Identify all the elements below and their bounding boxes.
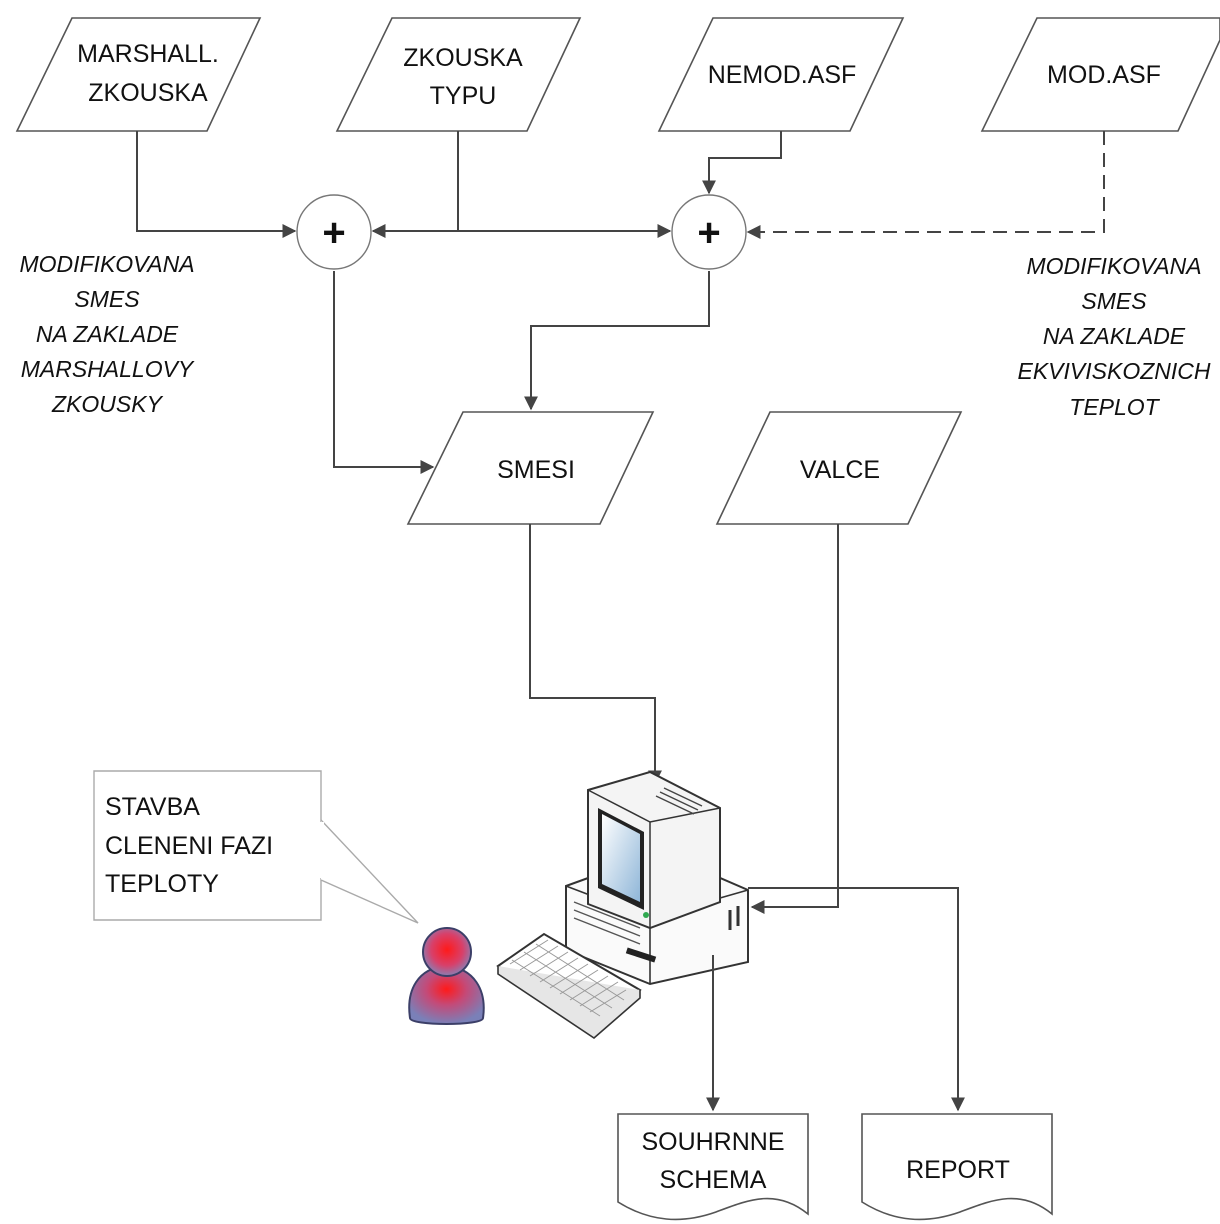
note-right-line3: NA ZAKLADE [1043, 323, 1186, 349]
input-zkouska-typu-line1: ZKOUSKA [403, 44, 523, 72]
user-icon [408, 927, 485, 1025]
note-left-line3: NA ZAKLADE [36, 321, 179, 347]
output-souhrnne-line1: SOUHRNNE [641, 1128, 784, 1156]
junction-right: + [671, 194, 747, 270]
input-nemod-asf: NEMOD.ASF [657, 17, 905, 132]
note-left-line4: MARSHALLOVY [21, 356, 195, 382]
input-zkouska-typu: ZKOUSKA TYPU [335, 17, 582, 132]
flow-typu-to-left-junction [371, 131, 459, 238]
input-mod-asf-label: MOD.ASF [1047, 61, 1161, 89]
flow-smesi-to-computer [529, 524, 662, 785]
note-left-line2: SMES [74, 286, 140, 312]
store-valce-label: VALCE [800, 456, 880, 484]
input-mod-asf: MOD.ASF [980, 17, 1220, 132]
flow-marshall-to-junction [136, 131, 297, 238]
input-zkouska-typu-line2: TYPU [430, 82, 497, 110]
input-marshall-line2: ZKOUSKA [88, 79, 208, 107]
desktop-computer-icon [565, 770, 749, 986]
note-right-line2: SMES [1081, 288, 1147, 314]
input-marshall-line1: MARSHALL. [77, 40, 219, 68]
callout-stavba: STAVBA CLENENI FAZI TEPLOTY [93, 770, 419, 924]
output-report-label: REPORT [906, 1156, 1010, 1184]
keyboard-icon [496, 932, 642, 1040]
callout-line3: TEPLOTY [105, 870, 219, 898]
note-right-line4: EKVIVISKOZNICH [1018, 358, 1211, 384]
note-right: MODIFIKOVANA SMES NA ZAKLADE EKVIVISKOZN… [1018, 253, 1211, 420]
plus-symbol: + [322, 211, 345, 255]
note-right-line5: TEPLOT [1069, 394, 1160, 420]
callout-line2: CLENENI FAZI [105, 832, 273, 860]
flow-mod-to-junction [746, 131, 1105, 239]
flow-left-junction-to-smesi [333, 271, 435, 474]
flow-valce-to-computer [750, 524, 839, 914]
input-marshall-zkouska: MARSHALL. ZKOUSKA [15, 17, 262, 132]
output-report: REPORT [861, 1113, 1053, 1221]
note-left: MODIFIKOVANA SMES NA ZAKLADE MARSHALLOVY… [19, 251, 194, 417]
store-smesi: SMESI [406, 411, 655, 525]
output-souhrnne-line2: SCHEMA [660, 1166, 767, 1194]
junction-left: + [296, 194, 372, 270]
flow-computer-to-report [748, 887, 965, 1112]
callout-line1: STAVBA [105, 793, 200, 821]
output-souhrnne-schema: SOUHRNNE SCHEMA [617, 1113, 809, 1221]
store-smesi-label: SMESI [497, 456, 575, 484]
flow-right-junction-to-smesi [524, 271, 710, 411]
note-left-line5: ZKOUSKY [51, 391, 164, 417]
plus-symbol: + [697, 211, 720, 255]
input-nemod-asf-label: NEMOD.ASF [708, 61, 857, 89]
note-right-line1: MODIFIKOVANA [1026, 253, 1201, 279]
store-valce: VALCE [715, 411, 963, 525]
flow-nemod-to-junction [702, 131, 782, 195]
note-left-line1: MODIFIKOVANA [19, 251, 194, 277]
